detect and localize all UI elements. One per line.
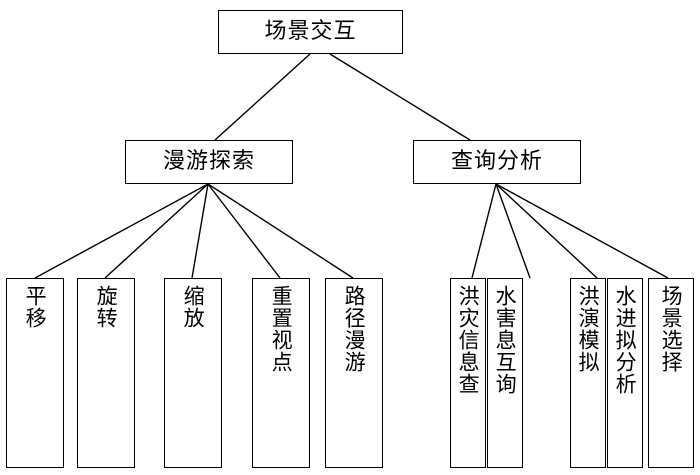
node-flood-info-query-col1-label: 洪灾信息查 [456,285,481,395]
node-scene-selection-label: 场景选择 [659,285,684,373]
node-zoom-label: 缩放 [181,285,206,329]
node-roam-explore: 漫游探索 [125,140,293,184]
node-root: 场景交互 [218,10,403,54]
node-zoom: 缩放 [164,278,222,468]
node-flood-info-query-col1: 洪灾信息查 [450,278,486,468]
node-flood-simulation-col1: 洪演模拟 [570,278,606,468]
node-query-analysis-label: 查询分析 [450,148,543,174]
node-flood-info-query-col2-label: 水害息互询 [493,285,518,395]
node-reset-viewpoint-label: 重置视点 [269,285,294,373]
node-rotate: 旋转 [77,278,135,468]
node-path-roam-label: 路径漫游 [342,285,367,373]
node-roam-explore-label: 漫游探索 [162,148,255,174]
node-pan-label: 平移 [23,285,48,329]
node-scene-selection: 场景选择 [648,278,694,468]
node-query-analysis: 查询分析 [413,140,581,184]
node-reset-viewpoint: 重置视点 [252,278,310,468]
node-flood-simulation-col1-label: 洪演模拟 [576,285,601,373]
node-root-label: 场景交互 [264,18,357,44]
node-flood-simulation-col2: 水进拟分析 [607,278,643,468]
node-flood-simulation-col2-label: 水进拟分析 [613,285,638,395]
node-flood-info-query-col2: 水害息互询 [487,278,523,468]
node-pan: 平移 [6,278,64,468]
node-rotate-label: 旋转 [94,285,119,329]
node-path-roam: 路径漫游 [325,278,383,468]
